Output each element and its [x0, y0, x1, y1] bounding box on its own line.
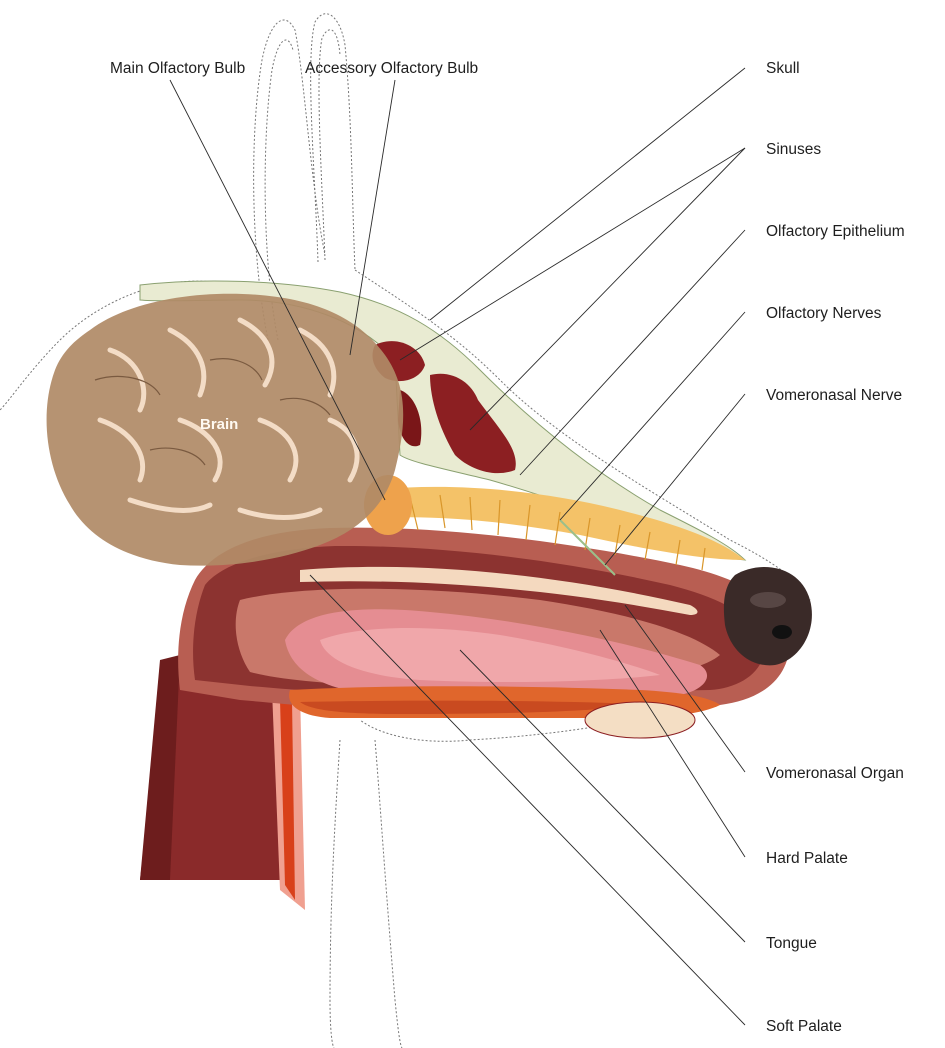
label-sinuses: Sinuses — [766, 141, 821, 158]
label-brain: Brain — [200, 416, 238, 433]
leader-sinuses-a — [400, 148, 745, 360]
label-olfactory-epithelium: Olfactory Epithelium — [766, 223, 905, 240]
label-skull: Skull — [766, 60, 800, 77]
label-vomeronasal-organ: Vomeronasal Organ — [766, 765, 904, 782]
label-soft-palate: Soft Palate — [766, 1018, 842, 1035]
leader-sinuses-b — [470, 148, 745, 430]
brain: Brain — [47, 294, 404, 566]
label-vomeronasal-nerve: Vomeronasal Nerve — [766, 387, 902, 404]
leader-olfactory-nerves — [560, 312, 745, 520]
label-main-olfactory-bulb: Main Olfactory Bulb — [110, 60, 245, 77]
label-hard-palate: Hard Palate — [766, 850, 848, 867]
label-olfactory-nerves: Olfactory Nerves — [766, 305, 882, 322]
label-accessory-olfactory-bulb: Accessory Olfactory Bulb — [305, 60, 478, 77]
leader-skull — [430, 68, 745, 320]
label-tongue: Tongue — [766, 935, 817, 952]
